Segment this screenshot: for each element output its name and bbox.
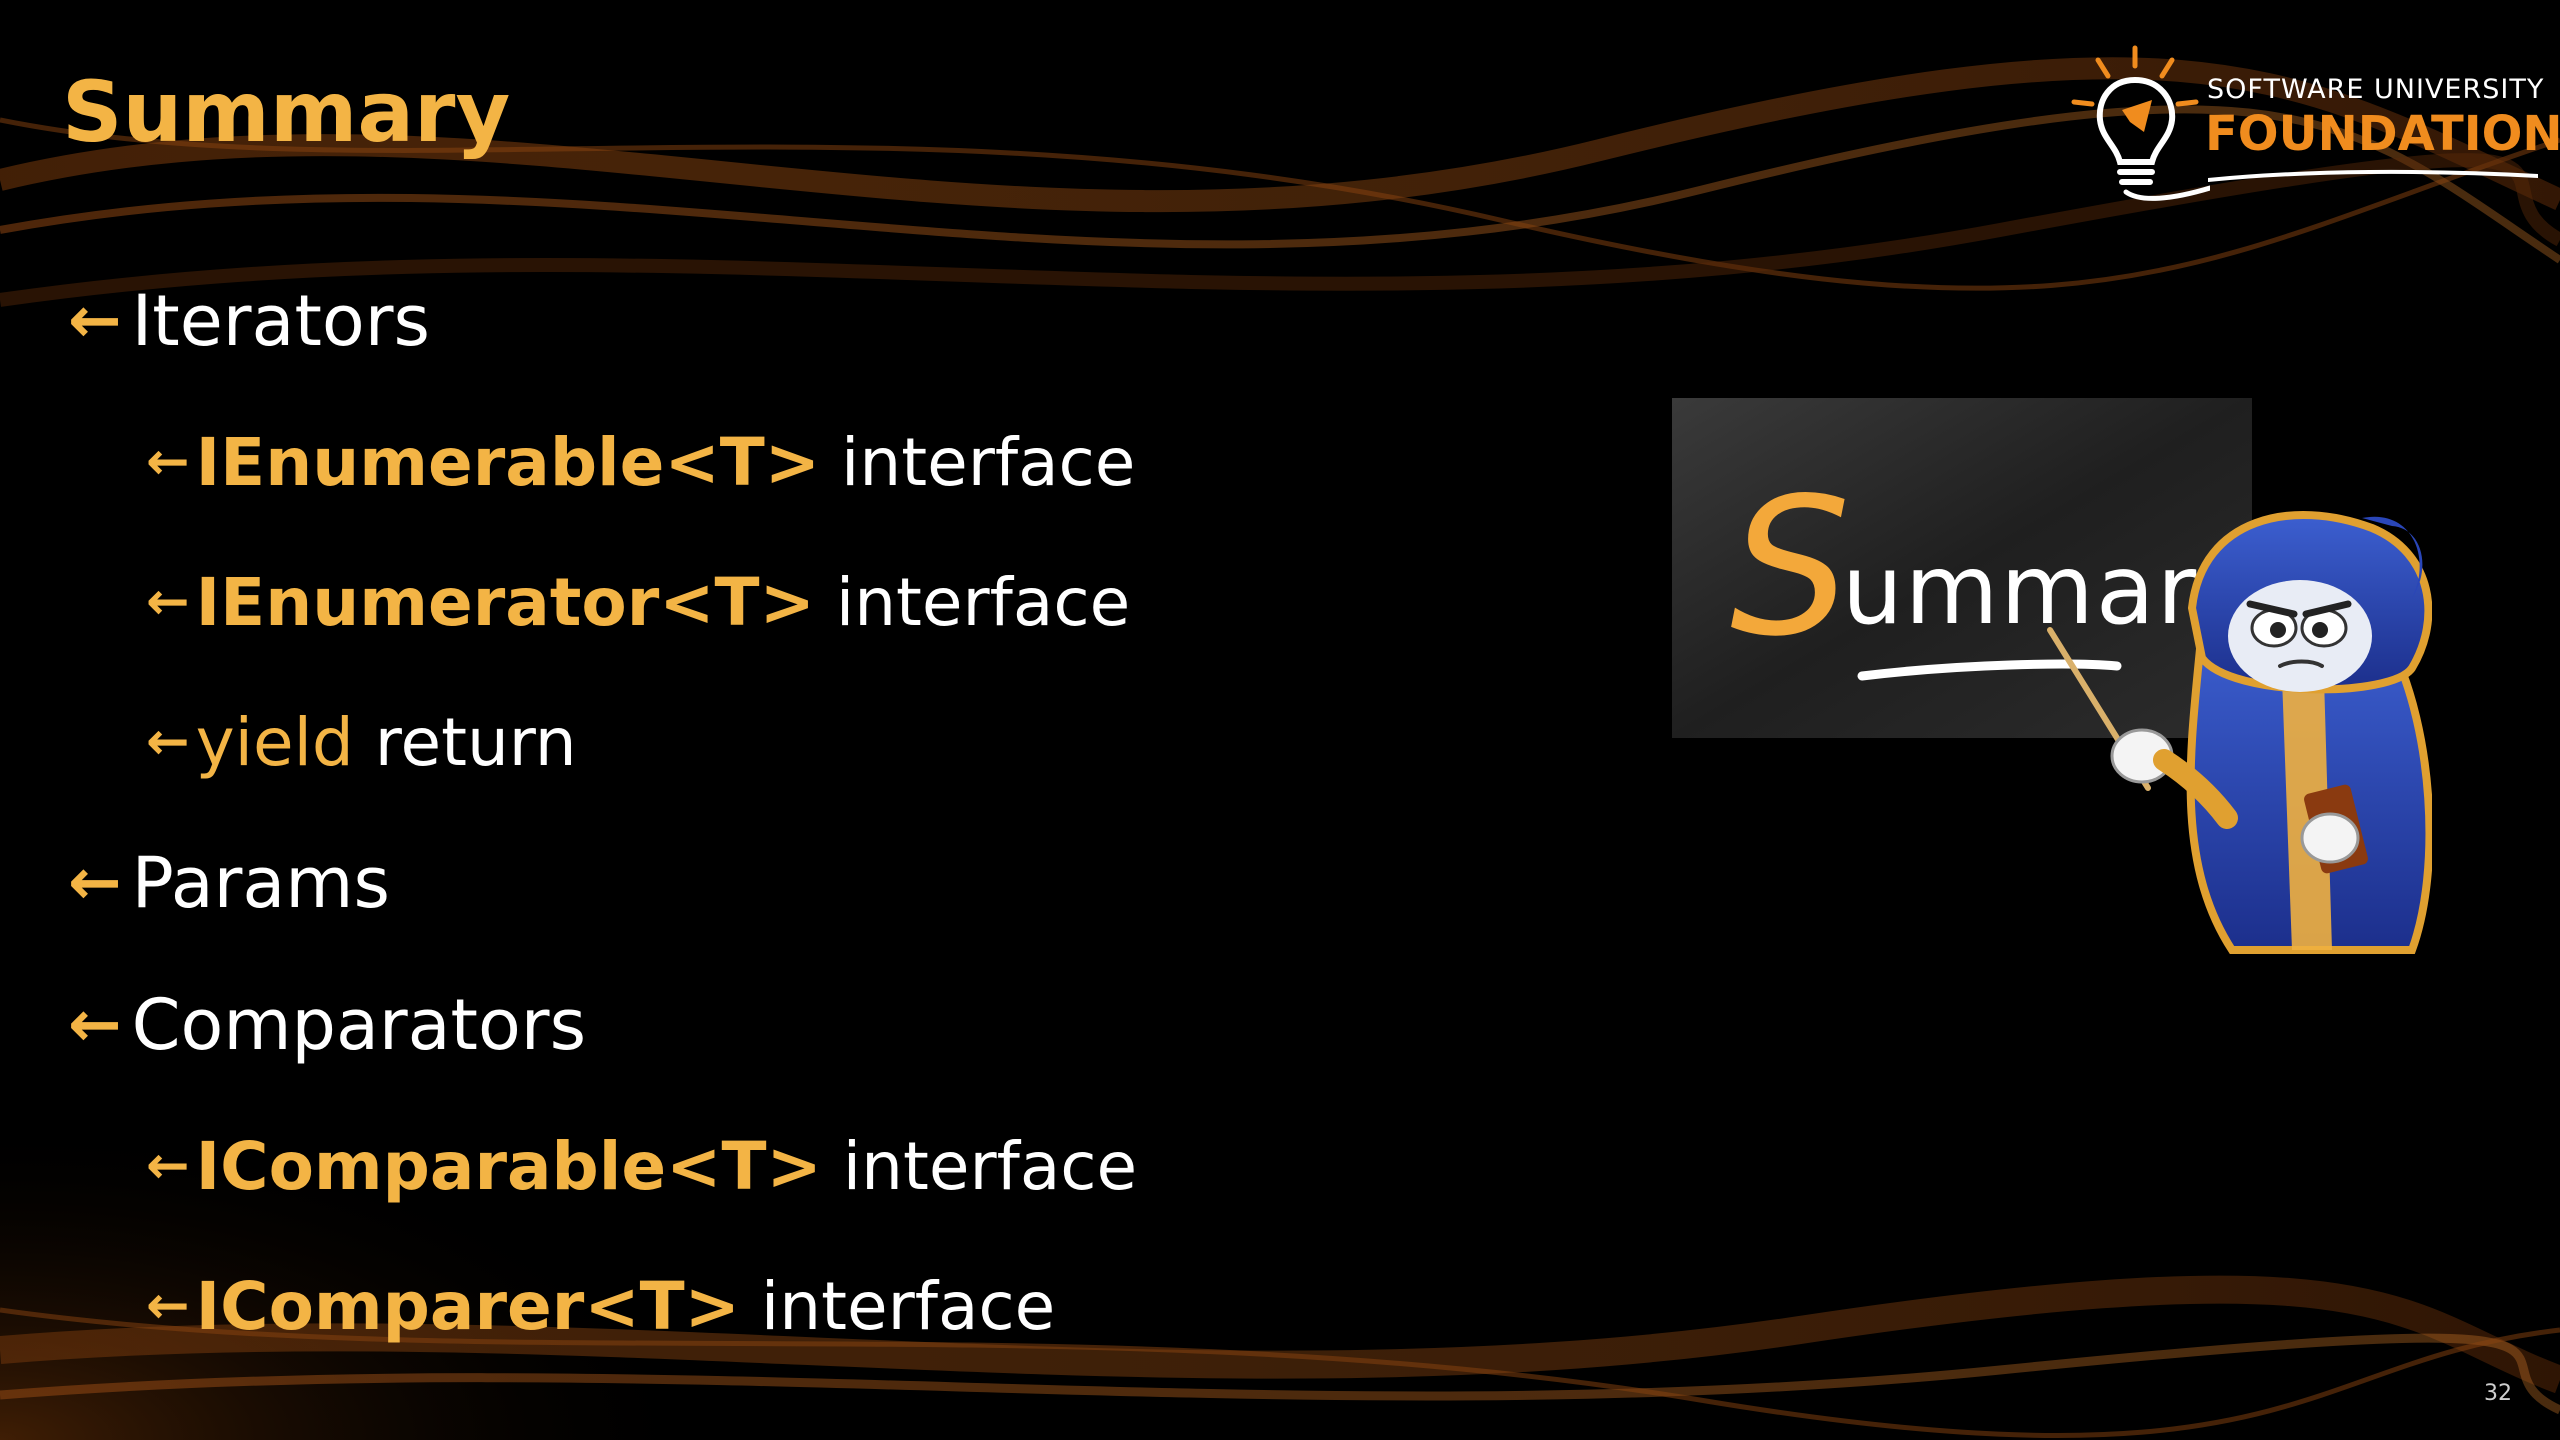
bullet-text: interface xyxy=(820,423,1136,501)
bullet-arrow-icon: ← xyxy=(146,1276,190,1336)
bullet-item: ← IComparable<T> interface xyxy=(68,1096,1137,1236)
bullet-text: return xyxy=(353,703,577,781)
bullet-keyword: yield xyxy=(195,703,354,781)
bullet-item: ← IEnumerator<T> interface xyxy=(68,532,1137,672)
bullet-item: ← IEnumerable<T> interface xyxy=(68,392,1137,532)
bullet-text: interface xyxy=(739,1267,1056,1345)
bullet-arrow-icon: ← xyxy=(146,712,190,772)
bullet-text: Params xyxy=(131,842,390,924)
chalk-underline xyxy=(1857,659,2122,681)
page-number: 32 xyxy=(2484,1381,2512,1406)
bullet-arrow-icon: ← xyxy=(68,846,122,920)
chalkboard xyxy=(1672,398,2252,738)
bullet-arrow-icon: ← xyxy=(68,988,122,1062)
bullet-keyword: IComparer<T> xyxy=(195,1267,740,1345)
bullet-item: ← yield return xyxy=(68,672,1137,812)
softuni-foundation-logo: SOFTWARE UNIVERSITY FOUNDATION xyxy=(2060,40,2560,210)
bullet-item: ← Comparators xyxy=(68,954,1137,1096)
summary-illustration: S ummary xyxy=(1672,398,2434,958)
chalkboard-wizard-image: S ummary xyxy=(1672,398,2434,954)
bullet-arrow-icon: ← xyxy=(146,1136,190,1196)
wizard-mascot xyxy=(2110,511,2434,954)
slide-title: Summary xyxy=(62,63,511,161)
bullet-text: Comparators xyxy=(131,984,587,1066)
bullet-list: ← Iterators ← IEnumerable<T> interface ←… xyxy=(68,250,1137,1376)
bullet-keyword: IComparable<T> xyxy=(195,1127,822,1205)
lightbulb-icon xyxy=(2071,45,2210,201)
bullet-keyword: IEnumerator<T> xyxy=(195,563,815,641)
bullet-keyword: IEnumerable<T> xyxy=(195,423,821,501)
chalkboard-word: ummary xyxy=(1842,534,2257,646)
bullet-arrow-icon: ← xyxy=(146,572,190,632)
logo-line-1: SOFTWARE UNIVERSITY xyxy=(2207,74,2545,105)
bullet-item: ← Params xyxy=(68,812,1137,954)
logo-underline xyxy=(2208,169,2538,182)
bullet-text: interface xyxy=(821,1127,1138,1205)
chalkboard-letter: S xyxy=(1730,457,1851,678)
bullet-item: ← Iterators xyxy=(68,250,1137,392)
logo-line-2: FOUNDATION xyxy=(2205,106,2560,162)
bullet-arrow-icon: ← xyxy=(68,284,122,358)
bullet-text: Iterators xyxy=(131,280,430,362)
bullet-text: interface xyxy=(814,563,1131,641)
bullet-arrow-icon: ← xyxy=(146,432,190,492)
bullet-item: ← IComparer<T> interface xyxy=(68,1236,1137,1376)
